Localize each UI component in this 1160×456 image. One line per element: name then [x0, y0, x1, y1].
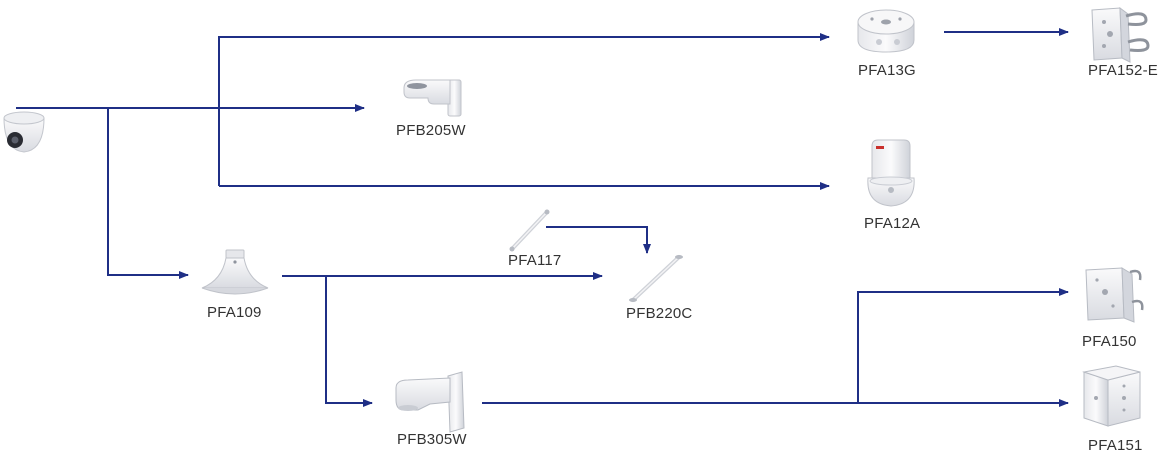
pendant-mount-icon — [201, 249, 269, 295]
label-pfb305w: PFB305W — [397, 431, 467, 448]
connector-pfb305w-to-pfa150 — [857, 288, 1069, 403]
label-pfb220c: PFB220C — [626, 305, 693, 322]
label-pfa151: PFA151 — [1088, 437, 1143, 454]
label-pfa13g: PFA13G — [858, 62, 916, 79]
label-pfa117: PFA117 — [508, 252, 562, 269]
connector-pfa109-to-pfb305w — [325, 276, 373, 407]
connector-branch-to-pfa13g — [218, 33, 830, 186]
ceiling-pole-mount-icon — [629, 255, 683, 302]
pole-mount-clamp-icon — [1091, 6, 1150, 63]
corner-mount-adapter-icon — [1082, 365, 1141, 427]
wall-arm-bracket-icon — [395, 371, 465, 433]
extension-pole-icon — [509, 209, 550, 252]
label-pfb205w: PFB205W — [396, 122, 466, 139]
connector-lines — [16, 28, 1069, 407]
wall-mount-adapter-icon — [867, 139, 915, 207]
dome-camera-icon — [3, 111, 45, 153]
label-pfa150: PFA150 — [1082, 333, 1137, 350]
connector-trunk-down-to-pfa109 — [107, 108, 189, 279]
junction-box-icon — [857, 9, 915, 53]
connector-pfa117-to-pfb220c — [546, 226, 651, 254]
pole-mount-adapter-icon — [1085, 267, 1144, 323]
label-pfa109: PFA109 — [207, 304, 262, 321]
label-pfa12a: PFA12A — [864, 215, 921, 232]
label-pfa152e: PFA152-E — [1088, 62, 1158, 79]
wall-mount-bracket-icon — [403, 79, 462, 117]
